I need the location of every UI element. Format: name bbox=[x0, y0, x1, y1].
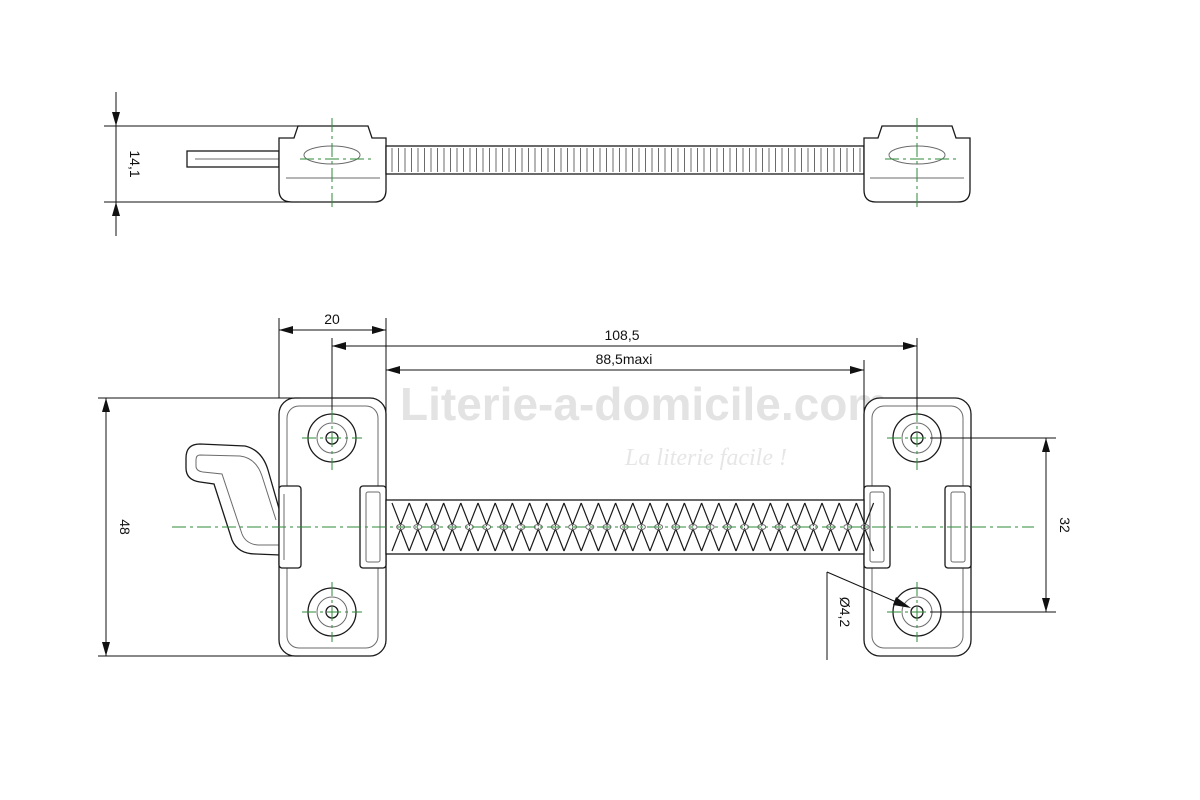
hole-diameter-label: Ø4,2 bbox=[837, 597, 853, 628]
hole-spacing-label: 32 bbox=[1057, 517, 1073, 533]
spring-length-label: 88,5maxi bbox=[596, 351, 653, 367]
front-spring-coils bbox=[391, 502, 875, 552]
front-coil-turn bbox=[636, 524, 646, 530]
dimension-height: 48 bbox=[98, 397, 300, 657]
dimension-overall-length: 108,5 bbox=[331, 327, 918, 410]
dimension-spring-length: 88,5maxi bbox=[385, 351, 865, 486]
height-label: 48 bbox=[117, 519, 133, 535]
dimension-hole-diameter: Ø4,2 bbox=[826, 571, 911, 660]
side-view bbox=[186, 118, 971, 210]
dimension-thickness: 14,1 bbox=[104, 92, 300, 236]
watermark-sub-text: La literie facile ! bbox=[624, 445, 787, 471]
front-view bbox=[172, 397, 1034, 657]
front-coil-turn bbox=[860, 524, 870, 530]
watermark-main-text: Literie-a-domicile.com bbox=[400, 378, 888, 430]
front-coil-turn bbox=[413, 524, 423, 530]
end-width-label: 20 bbox=[324, 311, 340, 327]
front-hook bbox=[185, 443, 281, 556]
dimension-hole-spacing: 32 bbox=[930, 437, 1073, 613]
overall-length-label: 108,5 bbox=[604, 327, 639, 343]
watermark: Literie-a-domicile.com La literie facile… bbox=[400, 378, 888, 471]
side-spring-coils bbox=[391, 148, 861, 172]
side-spring bbox=[385, 145, 865, 175]
thickness-label: 14,1 bbox=[127, 150, 143, 177]
